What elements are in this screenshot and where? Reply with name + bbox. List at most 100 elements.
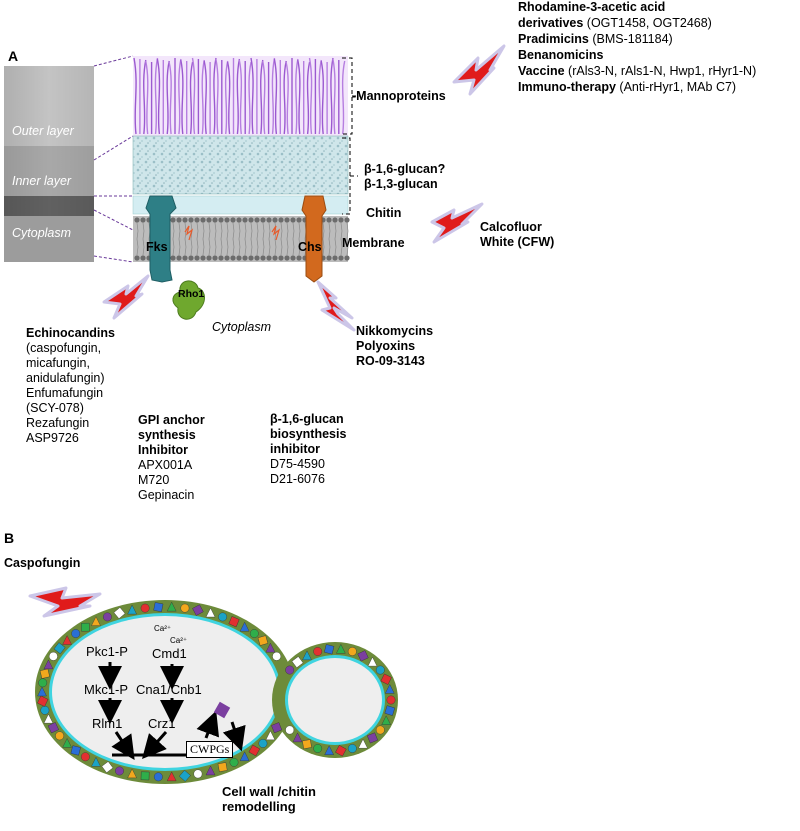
lipid-head	[332, 255, 338, 261]
mannoprotein-fibril	[224, 60, 229, 135]
mannoprotein-fibril	[308, 57, 313, 135]
lipid-head	[338, 217, 344, 223]
wall-bead	[38, 678, 48, 688]
lipid-head	[140, 255, 146, 261]
mannoprotein-fibril	[320, 60, 324, 135]
lipid-head	[242, 217, 248, 223]
calcofluor-label: Calcofluor White (CFW)	[480, 220, 555, 249]
echinocandins-title: Echinocandins	[26, 326, 115, 340]
cell-wall-beads	[37, 601, 396, 782]
wall-bead	[384, 683, 395, 694]
b16-items: D75-4590 D21-6076	[270, 457, 325, 486]
pathway-arrows	[98, 662, 246, 760]
lipid-tail	[328, 222, 331, 256]
lipid-tail	[262, 222, 265, 256]
wall-bead	[375, 725, 385, 735]
lipid-head	[200, 255, 206, 261]
wall-bead	[218, 612, 228, 622]
lipid-head	[278, 217, 284, 223]
mannoprotein-layer	[133, 56, 348, 136]
wall-bead	[127, 768, 137, 779]
panel-b-label: B	[4, 530, 15, 546]
lipid-head	[224, 255, 230, 261]
panel-a-label: A	[8, 48, 19, 64]
mannoprotein-fibril	[318, 59, 322, 135]
wall-bead	[178, 769, 191, 782]
chs-drugs-label: Nikkomycins Polyoxins RO-09-3143	[356, 324, 434, 368]
lipid-tail	[178, 222, 181, 256]
lipid-tail	[346, 222, 349, 256]
mannoprotein-fibril	[189, 61, 194, 135]
lipid-tail	[256, 222, 259, 256]
mannoprotein-fibril	[143, 59, 147, 135]
echinocandins-items: (caspofungin, micafungin, anidulafungin)…	[26, 341, 105, 445]
lipid-head	[176, 217, 182, 223]
wall-bead	[239, 751, 250, 761]
wall-bead	[347, 744, 357, 753]
lipid-head	[284, 217, 290, 223]
wall-bead	[205, 765, 216, 776]
wall-bead	[357, 650, 369, 662]
wall-bead	[53, 642, 66, 655]
wall-bead	[80, 752, 90, 762]
wall-bead	[324, 644, 335, 655]
glucan-layer	[132, 135, 349, 195]
wall-bead	[229, 757, 239, 767]
lipid-head	[206, 217, 212, 223]
lipid-head	[290, 217, 296, 223]
mannoproteins-label: -Mannoproteins	[352, 89, 446, 103]
wall-bead	[113, 607, 126, 619]
cna1-label: Cna1/Cnb1	[136, 682, 202, 697]
gpi-title: GPI anchor synthesis Inhibitor	[138, 413, 205, 457]
wall-bead	[47, 722, 59, 734]
mannoprotein-fibril	[203, 60, 207, 135]
wall-bead	[39, 668, 50, 679]
micrograph	[4, 66, 94, 262]
wall-bead	[249, 629, 259, 638]
drug-name: Vaccine	[518, 64, 569, 78]
lipid-tail	[268, 222, 271, 256]
mannoprotein-fibril	[341, 60, 346, 135]
wall-bead	[367, 732, 378, 744]
lipid-head	[284, 255, 290, 261]
wall-bead	[265, 730, 276, 741]
wall-bead	[37, 686, 47, 697]
photo-label-inner: Inner layer	[12, 174, 72, 188]
lipid-head	[260, 255, 266, 261]
lipid-tail	[340, 222, 343, 256]
lipid-tail	[232, 222, 235, 256]
mannoprotein-drug-line: Benanomicins	[518, 48, 603, 63]
lipid-head	[224, 217, 230, 223]
lipid-tail	[292, 222, 295, 256]
wall-bead	[271, 722, 283, 734]
lipid-tail	[322, 222, 325, 256]
lipid-tail	[238, 222, 241, 256]
rho1-protein	[172, 280, 205, 320]
cwpgs-box: CWPGs	[186, 741, 234, 758]
wall-bead	[40, 705, 50, 715]
wall-bead	[140, 603, 150, 613]
b16-title: β-1,6-glucan biosynthesis inhibitor	[270, 412, 347, 456]
mannoprotein-fibril	[295, 58, 299, 135]
wall-bead	[285, 725, 295, 735]
wall-bead	[180, 603, 190, 613]
mannoprotein-drug-line: Pradimicins (BMS-181184)	[518, 32, 673, 47]
lipid-head	[188, 217, 194, 223]
wall-bead	[265, 642, 276, 653]
yeast-cell-bud	[272, 642, 398, 758]
wall-bead	[153, 602, 164, 613]
lipid-tail	[298, 222, 301, 256]
lipid-head	[218, 255, 224, 261]
lipid-tail	[244, 222, 247, 256]
wall-bead	[166, 771, 177, 782]
mannoprotein-drug-line: derivatives (OGT1458, OGT2468)	[518, 16, 712, 31]
wall-bead	[302, 650, 312, 661]
wall-bead	[62, 737, 72, 748]
wall-bead	[193, 769, 203, 779]
lipid-head	[260, 217, 266, 223]
mannoprotein-fibril	[226, 61, 231, 135]
lipid-head	[344, 217, 350, 223]
chs-helix-icon	[271, 225, 281, 241]
lipid-head	[170, 255, 176, 261]
